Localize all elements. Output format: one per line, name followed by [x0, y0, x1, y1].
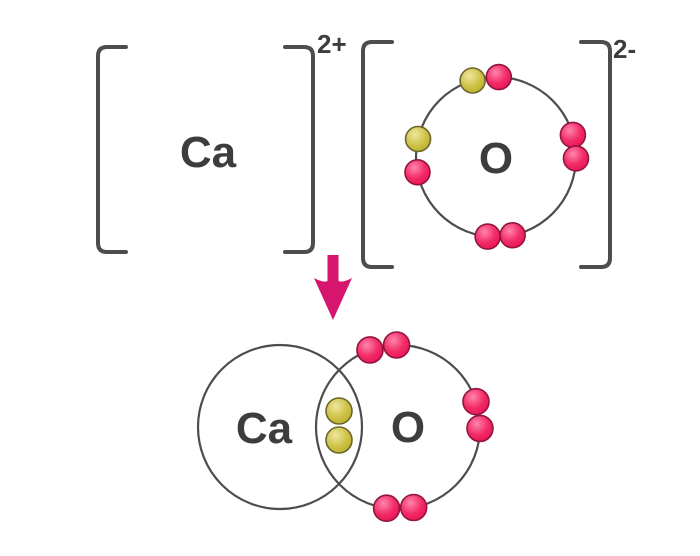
right-bracket	[579, 40, 612, 269]
electron-pink	[399, 493, 428, 522]
electron-pink	[356, 336, 384, 364]
oxide-ion-symbol: O	[479, 134, 513, 183]
electron-yellow	[325, 426, 353, 454]
calcium-ion-group: Ca 2+	[96, 29, 347, 254]
oxygen-electrons	[356, 331, 494, 523]
electron-pink	[559, 121, 587, 149]
electron-pink	[485, 63, 513, 91]
oxide-ion-electrons	[404, 63, 590, 250]
electron-yellow	[325, 397, 353, 425]
oxygen-symbol: O	[391, 403, 425, 452]
electron-pink	[462, 387, 490, 416]
electron-yellow	[459, 67, 486, 94]
oxide-ion-charge: 2-	[613, 34, 636, 64]
calcium-symbol: Ca	[236, 404, 293, 453]
calcium-ion-symbol: Ca	[180, 128, 237, 177]
electron-pink	[474, 223, 501, 250]
electron-pink	[372, 494, 401, 523]
calcium-shell-circle	[196, 343, 364, 511]
oxide-ion-group: O 2-	[361, 34, 636, 269]
calcium-ion-charge: 2+	[317, 29, 347, 59]
down-arrow-icon	[314, 255, 352, 320]
electron-pink	[499, 221, 526, 249]
electron-pink	[404, 158, 431, 186]
electron-pink	[382, 331, 411, 359]
calcium-oxide-product-group: Ca O	[196, 331, 494, 523]
transferred-electrons	[325, 397, 353, 454]
electron-pink	[562, 145, 590, 172]
electron-yellow	[404, 125, 432, 153]
left-bracket	[96, 45, 128, 254]
left-bracket	[361, 40, 394, 269]
right-bracket	[283, 45, 315, 254]
electron-pink	[466, 414, 494, 443]
